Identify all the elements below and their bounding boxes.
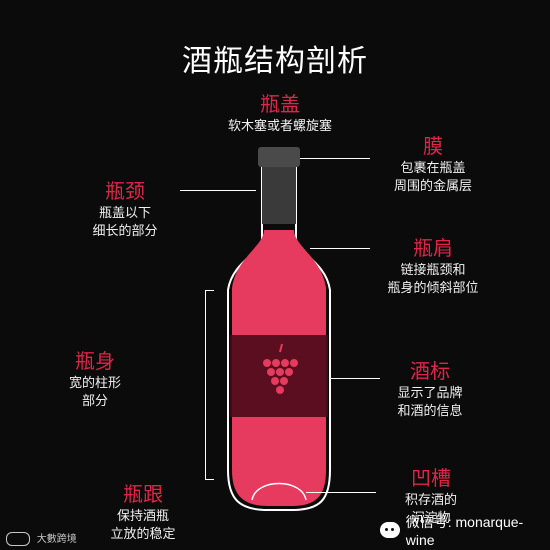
shoulder-desc-2: 瓶身的倾斜部位 xyxy=(387,280,479,295)
page-title: 酒瓶结构剖析 xyxy=(182,45,368,78)
label-cap: 瓶盖 软木塞或者螺旋塞 xyxy=(195,88,365,135)
neck-term: 瓶颈 xyxy=(105,181,145,203)
heel-desc-1: 保持酒瓶 xyxy=(116,508,169,523)
leader-label xyxy=(330,378,380,379)
film-term: 膜 xyxy=(423,136,443,158)
body-desc-2: 部分 xyxy=(81,393,108,408)
cap-term: 瓶盖 xyxy=(260,94,300,116)
label-film: 膜 包裹在瓶盖 周围的金属层 xyxy=(378,130,488,195)
body-term: 瓶身 xyxy=(75,351,115,373)
bottle-outline xyxy=(227,165,331,511)
body-desc-1: 宽的柱形 xyxy=(68,375,121,390)
punt-desc-1: 积存酒的 xyxy=(404,492,457,507)
punt-term: 凹槽 xyxy=(411,468,451,490)
film-desc-2: 周围的金属层 xyxy=(393,178,472,193)
bottle-capsule xyxy=(262,162,296,224)
label-term: 酒标 xyxy=(410,361,450,383)
leader-punt xyxy=(306,492,376,493)
cap-desc: 软木塞或者螺旋塞 xyxy=(227,118,332,133)
leader-neck xyxy=(180,190,256,191)
heel-term: 瓶跟 xyxy=(123,484,163,506)
grape-icon xyxy=(263,343,298,394)
leader-film xyxy=(300,158,370,159)
brand-logo-icon xyxy=(6,532,30,547)
heel-desc-2: 立放的稳定 xyxy=(110,526,176,541)
bottle-punt xyxy=(251,482,307,501)
shoulder-term: 瓶肩 xyxy=(413,238,453,260)
label-shoulder: 瓶肩 链接瓶颈和 瓶身的倾斜部位 xyxy=(368,232,498,297)
label-desc-1: 显示了品牌 xyxy=(397,385,463,400)
wechat-icon xyxy=(380,522,400,538)
brand-footer: 大數跨境 xyxy=(6,530,77,547)
label-label: 酒标 显示了品牌 和酒的信息 xyxy=(375,355,485,420)
label-body: 瓶身 宽的柱形 部分 xyxy=(40,345,150,410)
leader-shoulder xyxy=(310,248,370,249)
wechat-text: 微信号: monarque-wine xyxy=(405,514,524,548)
label-neck: 瓶颈 瓶盖以下 细长的部分 xyxy=(70,175,180,240)
label-punt: 凹槽 积存酒的 沉淀物 xyxy=(376,462,486,527)
neck-desc-1: 瓶盖以下 xyxy=(98,205,151,220)
body-bracket xyxy=(205,290,214,480)
bottle-label xyxy=(230,335,328,417)
label-heel: 瓶跟 保持酒瓶 立放的稳定 xyxy=(88,478,198,543)
shoulder-desc-1: 链接瓶颈和 xyxy=(400,262,466,277)
wechat-footer: 微信号: monarque-wine xyxy=(380,512,550,548)
neck-desc-2: 细长的部分 xyxy=(92,223,158,238)
label-desc-2: 和酒的信息 xyxy=(397,403,463,418)
film-desc-1: 包裹在瓶盖 xyxy=(400,160,466,175)
punt-desc-2: 沉淀物 xyxy=(411,510,451,525)
brand-name: 大數跨境 xyxy=(36,534,77,545)
bottle-cap xyxy=(258,147,300,167)
